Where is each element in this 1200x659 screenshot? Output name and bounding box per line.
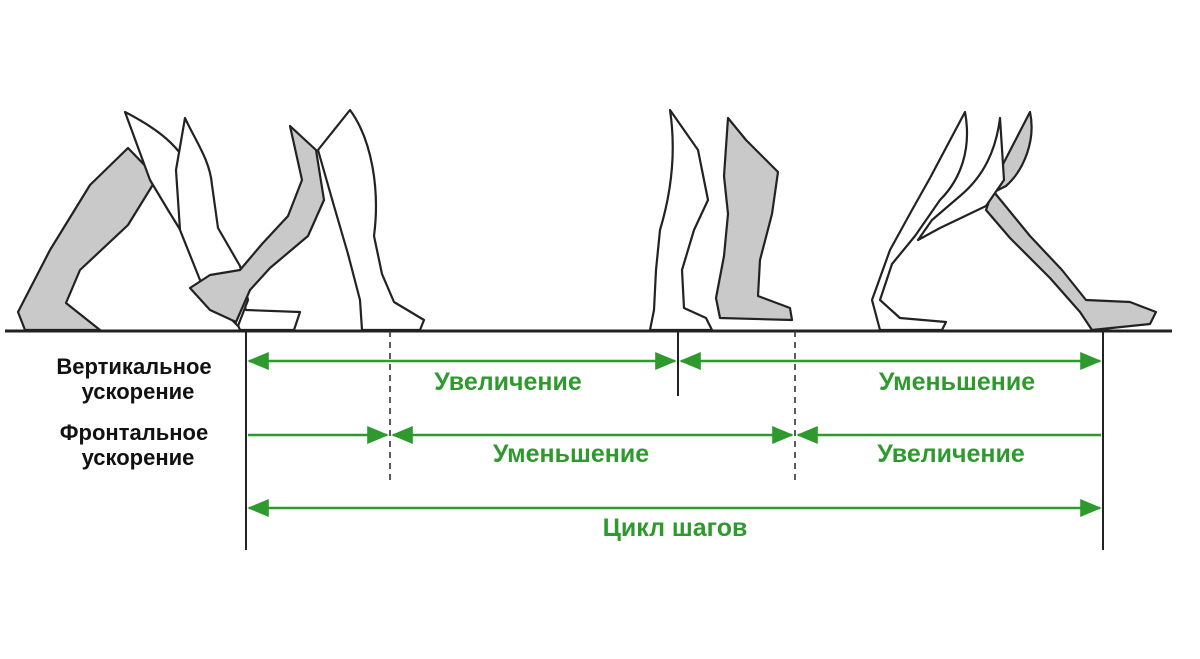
walking-legs-illustration	[16, 108, 1158, 332]
phase-label-frontal-increase: Увеличение	[877, 440, 1025, 468]
row-label-frontal-line1: Фронтальное	[60, 420, 208, 445]
phase-label-step-cycle: Цикл шагов	[603, 514, 748, 542]
legs-figure-2	[188, 108, 426, 332]
row-label-frontal-line2: ускорение	[82, 445, 195, 470]
row-label-vertical-line2: ускорение	[82, 379, 195, 404]
row-label-vertical-line1: Вертикальное	[56, 354, 211, 379]
legs-figure-4	[870, 110, 1158, 332]
phase-label-vertical-decrease: Уменьшение	[879, 368, 1035, 396]
row-label-vertical: Вертикальное ускорение	[56, 354, 211, 404]
row-label-frontal: Фронтальное ускорение	[60, 420, 208, 470]
legs-figure-3	[648, 108, 794, 332]
phase-label-frontal-decrease: Уменьшение	[493, 440, 649, 468]
phase-label-vertical-increase: Увеличение	[434, 368, 582, 396]
legs-figure-1	[16, 110, 302, 332]
